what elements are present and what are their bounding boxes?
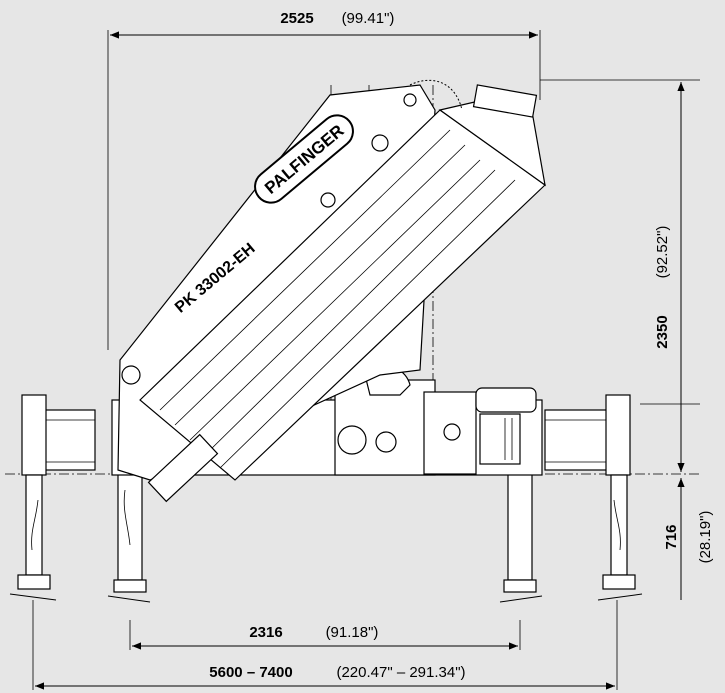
brand-badge: [254, 114, 354, 204]
outrigger-leg-left: [25, 474, 43, 576]
column-pivot-pin: [121, 365, 141, 385]
height-value: 2350: [654, 315, 671, 348]
hydraulic-fittings: [472, 84, 538, 118]
outrigger-foot-right: [602, 574, 636, 590]
outrigger-pad-left: [9, 593, 57, 601]
outrigger-beam-left: [39, 409, 96, 471]
outrigger-span-imperial: (220.47" – 291.34"): [336, 664, 465, 681]
inner-foot-right: [503, 579, 537, 593]
base-port-large: [337, 425, 367, 455]
top-width-imperial: (99.41"): [342, 10, 395, 27]
telescopic-boom: [139, 79, 546, 503]
inner-span-imperial: (91.18"): [326, 624, 379, 641]
inner-span-value: 2316: [249, 624, 282, 641]
inner-pad-left: [107, 595, 151, 603]
outrigger-leg-right: [610, 474, 628, 576]
valve-bank: [479, 413, 521, 465]
inner-foot-left: [113, 579, 147, 593]
outrigger-span-value: 5600 – 7400: [209, 664, 292, 681]
inner-leg-left-body: [117, 469, 143, 581]
base-port-medium: [375, 431, 397, 453]
inner-leg-left: [107, 469, 151, 603]
hose-guide: [409, 79, 463, 111]
dimension-arrows: [35, 31, 685, 690]
boom-link-pin: [403, 93, 417, 107]
boom-tip-head: [147, 433, 219, 503]
ground-offset-imperial: (28.19"): [697, 511, 714, 564]
outrigger-cylinder-left: [21, 394, 47, 476]
outrigger-far-right: [544, 394, 643, 601]
outrigger-pad-right: [597, 593, 643, 601]
inner-leg-right: [499, 469, 543, 603]
outrigger-beam-right: [544, 409, 608, 471]
mid-pivot-pin: [320, 192, 336, 208]
outrigger-cylinder-right: [605, 394, 631, 476]
oil-tank: [475, 387, 537, 413]
upper-pivot-pin: [371, 134, 389, 152]
outrigger-far-left: [9, 394, 96, 601]
dimension-labels: 2525 (99.41") 2350 (92.52") 716 (28.19")…: [209, 10, 714, 681]
inner-pad-right: [499, 595, 543, 603]
top-width-value: 2525: [280, 10, 313, 27]
outrigger-foot-left: [17, 574, 51, 590]
inner-leg-right-body: [507, 469, 533, 581]
control-knob: [443, 423, 461, 441]
height-imperial: (92.52"): [654, 226, 671, 279]
ground-offset-value: 716: [663, 524, 680, 549]
